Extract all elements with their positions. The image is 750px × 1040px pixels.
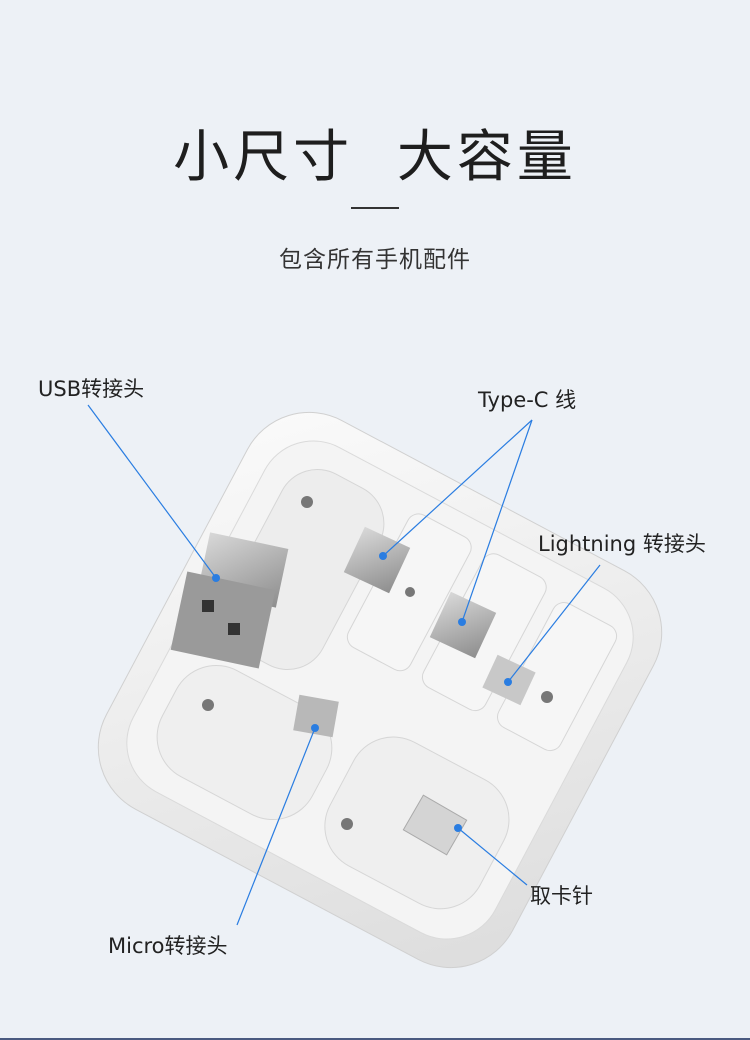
micro-plug [293,694,339,738]
callout-dots [212,552,512,832]
page-title: 小尺寸 大容量 [173,125,577,190]
screws [202,496,553,830]
callout-type-c-cable: Type-C 线 [478,388,577,412]
callout-micro-adapter: Micro转接头 [108,934,228,958]
callout-usb-adapter: USB转接头 [38,377,145,401]
callout-sim-pin: 取卡针 [530,884,593,908]
bottom-edge [0,1038,750,1040]
organizer-case [97,411,663,969]
page-subtitle: 包含所有手机配件 [279,247,471,273]
title-divider [351,207,399,209]
type-c-plug-1 [343,526,411,594]
callout-lightning-adapter: Lightning 转接头 [538,532,706,556]
usb-adapter [170,532,289,669]
leader-lines [87,404,601,926]
sim-pin [402,794,468,856]
